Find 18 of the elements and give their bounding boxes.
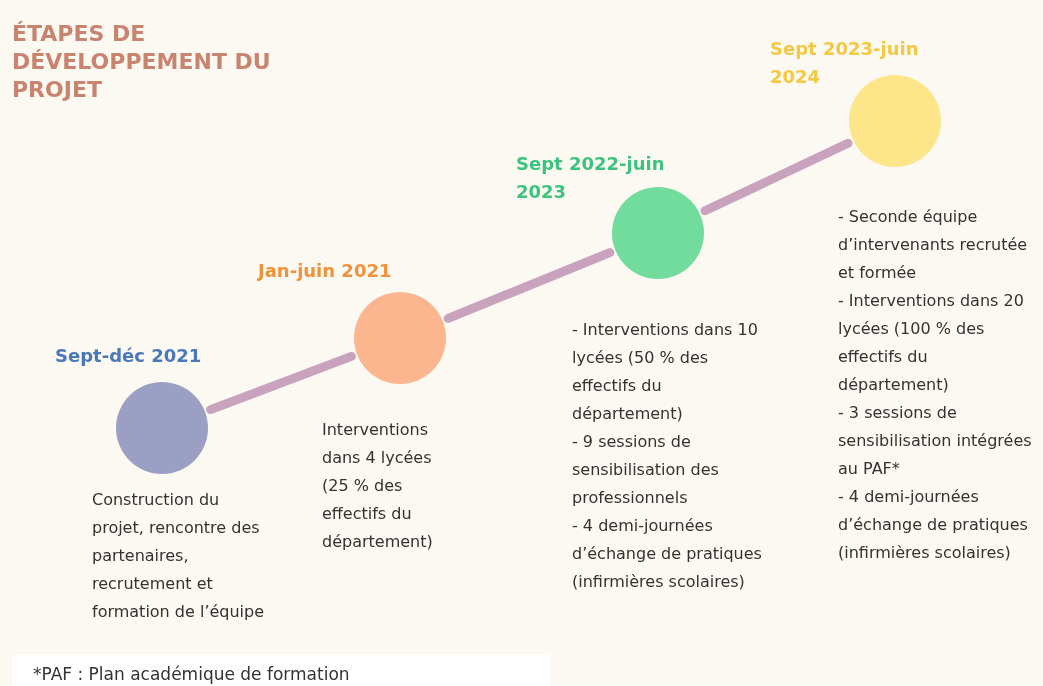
description-text: - Seconde équipe d’intervenants recrutée et formée xyxy=(838,206,1029,284)
date-heading: Sept 2023-juin 2024 xyxy=(770,37,920,89)
description-text: - 4 demi-journées d’échange de pratiques (infirmières scolaires) xyxy=(838,486,1029,564)
description-text: - Interventions dans 10 lycées (50 % des effectifs du département) xyxy=(572,319,759,425)
description-text: - Interventions dans 20 lycées (100 % des effectifs du département) xyxy=(838,290,1025,396)
description-text: - 3 sessions de sensibilisation intégrées au PAF* xyxy=(838,402,1033,480)
connector-line xyxy=(443,248,615,323)
connector-line xyxy=(206,351,356,415)
date-heading: Sept 2022-juin 2023 xyxy=(516,152,666,204)
description-text: - 9 sessions de sensibilisation des professionnels xyxy=(572,431,720,509)
title-text: ÉTAPES DE DÉVELOPPEMENT DU PROJET xyxy=(12,20,272,104)
date-heading: Sept-déc 2021 xyxy=(55,344,203,368)
date-heading: Jan-juin 2021 xyxy=(258,259,393,283)
description-text: - 4 demi-journées d’échange de pratiques (infirmières scolaires) xyxy=(572,515,763,593)
description-text: Construction du projet, rencontre des partenaires, recrutement et formation de l’équipe xyxy=(92,489,266,623)
caption-text: *PAF : Plan académique de formation xyxy=(33,664,350,684)
connector-line xyxy=(700,138,853,216)
description-text: Interventions dans 4 lycées (25 % des effectifs du département) xyxy=(322,419,434,553)
